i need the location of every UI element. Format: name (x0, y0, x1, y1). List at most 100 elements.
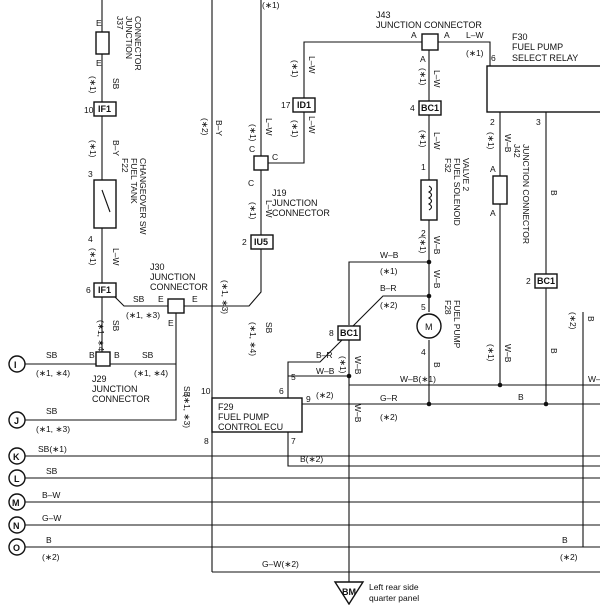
svg-text:G–W(∗2): G–W(∗2) (262, 559, 299, 569)
svg-text:(∗1, ∗3): (∗1, ∗3) (36, 424, 70, 434)
svg-text:CONNECTOR: CONNECTOR (92, 394, 150, 404)
svg-text:J37: J37 (115, 16, 125, 30)
svg-text:CONNECTOR: CONNECTOR (150, 282, 208, 292)
svg-text:(∗1, ∗4): (∗1, ∗4) (96, 320, 106, 354)
svg-text:B–R: B–R (316, 350, 333, 360)
svg-text:A: A (444, 30, 450, 40)
svg-text:(∗1): (∗1) (486, 344, 496, 362)
component-j43: J43 JUNCTION CONNECTOR A A A (376, 10, 482, 64)
svg-text:B: B (89, 350, 95, 360)
svg-text:M: M (12, 498, 20, 508)
component-f29: F29 FUEL PUMP CONTROL ECU 10 6 5 9 7 8 (201, 372, 311, 446)
svg-text:BC1: BC1 (421, 103, 439, 113)
svg-text:W–B: W–B (432, 236, 442, 255)
svg-text:W–B: W–B (316, 366, 335, 376)
svg-text:(∗1): (∗1) (88, 248, 98, 266)
connector-bc1-2: BC1 2 (526, 273, 558, 289)
svg-text:ID1: ID1 (297, 100, 311, 110)
svg-text:E: E (158, 294, 164, 304)
svg-text:J29: J29 (92, 374, 107, 384)
svg-text:O: O (13, 543, 20, 553)
svg-text:G–R: G–R (380, 393, 397, 403)
svg-text:(∗1): (∗1) (290, 120, 300, 138)
svg-text:B: B (562, 535, 568, 545)
svg-text:W–: W– (588, 374, 600, 384)
svg-text:FUEL TANK: FUEL TANK (129, 158, 139, 204)
svg-text:N: N (13, 521, 20, 531)
svg-text:(∗1): (∗1) (88, 140, 98, 158)
svg-text:5: 5 (291, 372, 296, 382)
svg-text:B–R: B–R (380, 283, 397, 293)
svg-text:(∗2): (∗2) (560, 552, 578, 562)
svg-text:B: B (549, 190, 559, 196)
svg-text:A: A (490, 208, 496, 218)
svg-text:W–B: W–B (353, 404, 363, 423)
svg-text:(∗1): (∗1) (88, 76, 98, 94)
terminal-o: O B (∗2) (8, 535, 60, 562)
svg-text:IF1: IF1 (98, 104, 111, 114)
svg-text:W–B: W–B (353, 356, 363, 375)
svg-text:(∗1): (∗1) (380, 266, 398, 276)
connector-id1: ID1 17 (281, 97, 316, 113)
svg-text:C: C (249, 144, 255, 154)
svg-text:(∗2): (∗2) (316, 390, 334, 400)
svg-text:L–W: L–W (264, 200, 274, 217)
svg-text:W–B: W–B (432, 270, 442, 289)
svg-text:B: B (114, 350, 120, 360)
svg-text:E: E (96, 18, 102, 28)
svg-text:(∗1): (∗1) (262, 0, 280, 10)
svg-text:CHANGEOVER SW: CHANGEOVER SW (138, 158, 148, 235)
svg-text:(∗1, ∗4): (∗1, ∗4) (36, 368, 70, 378)
svg-text:SELECT RELAY: SELECT RELAY (512, 53, 578, 63)
component-j30: E E E J30 JUNCTION CONNECTOR (∗1, ∗3) (126, 262, 208, 328)
svg-text:B: B (518, 392, 524, 402)
svg-text:E: E (96, 58, 102, 68)
svg-text:J19: J19 (272, 188, 287, 198)
component-j42: A A J42 JUNCTION CONNECTOR (490, 144, 531, 244)
svg-text:(∗2): (∗2) (568, 312, 578, 330)
svg-text:B–Y: B–Y (214, 120, 224, 136)
svg-text:L: L (14, 474, 20, 484)
svg-text:B–Y: B–Y (111, 140, 121, 156)
svg-text:W–B: W–B (503, 134, 513, 153)
svg-text:BC1: BC1 (537, 276, 555, 286)
svg-text:3: 3 (536, 117, 541, 127)
svg-text:quarter panel: quarter panel (369, 593, 419, 603)
component-f32: 1 2 F32 FUEL SOLENOID VALVE 2 (420, 158, 471, 238)
component-f30: F30 FUEL PUMP SELECT RELAY 6 2 3 (486, 32, 600, 127)
svg-text:(∗1, ∗4): (∗1, ∗4) (134, 368, 168, 378)
connector-if1-10: IF1 10 (84, 101, 117, 117)
svg-text:JUNCTION CONNECTOR: JUNCTION CONNECTOR (521, 144, 531, 244)
component-f28: M 5 4 F28 FUEL PUMP (416, 300, 462, 357)
component-j29: B B J29 JUNCTION CONNECTOR (89, 350, 150, 404)
svg-text:4: 4 (421, 347, 426, 357)
svg-text:SB: SB (111, 78, 121, 90)
terminal-l: L SB (8, 466, 58, 487)
svg-text:1: 1 (421, 162, 426, 172)
svg-text:Left rear side: Left rear side (369, 582, 419, 592)
svg-text:J43: J43 (376, 10, 391, 20)
svg-text:B: B (586, 316, 596, 322)
svg-text:17: 17 (281, 100, 291, 110)
svg-text:W–B(∗1): W–B(∗1) (400, 374, 436, 384)
terminal-i: I (8, 355, 26, 373)
svg-text:(∗1): (∗1) (338, 356, 348, 374)
svg-text:K: K (13, 452, 20, 462)
svg-text:8: 8 (204, 436, 209, 446)
svg-text:C: C (248, 178, 254, 188)
svg-text:L–W: L–W (466, 30, 483, 40)
svg-text:L–W: L–W (432, 132, 442, 149)
svg-text:4: 4 (88, 234, 93, 244)
svg-text:SB: SB (46, 406, 58, 416)
svg-text:SB: SB (111, 320, 121, 332)
component-j19: C C C J19 JUNCTION CONNECTOR (248, 144, 330, 218)
svg-text:VALVE 2: VALVE 2 (461, 158, 471, 192)
svg-text:2: 2 (421, 228, 426, 238)
svg-text:2: 2 (490, 117, 495, 127)
svg-text:(∗1, ∗3): (∗1, ∗3) (126, 310, 160, 320)
svg-text:J42: J42 (512, 144, 522, 158)
svg-text:JUNCTION: JUNCTION (272, 198, 318, 208)
svg-text:IF1: IF1 (98, 285, 111, 295)
svg-text:6: 6 (491, 53, 496, 63)
svg-text:E: E (192, 294, 198, 304)
